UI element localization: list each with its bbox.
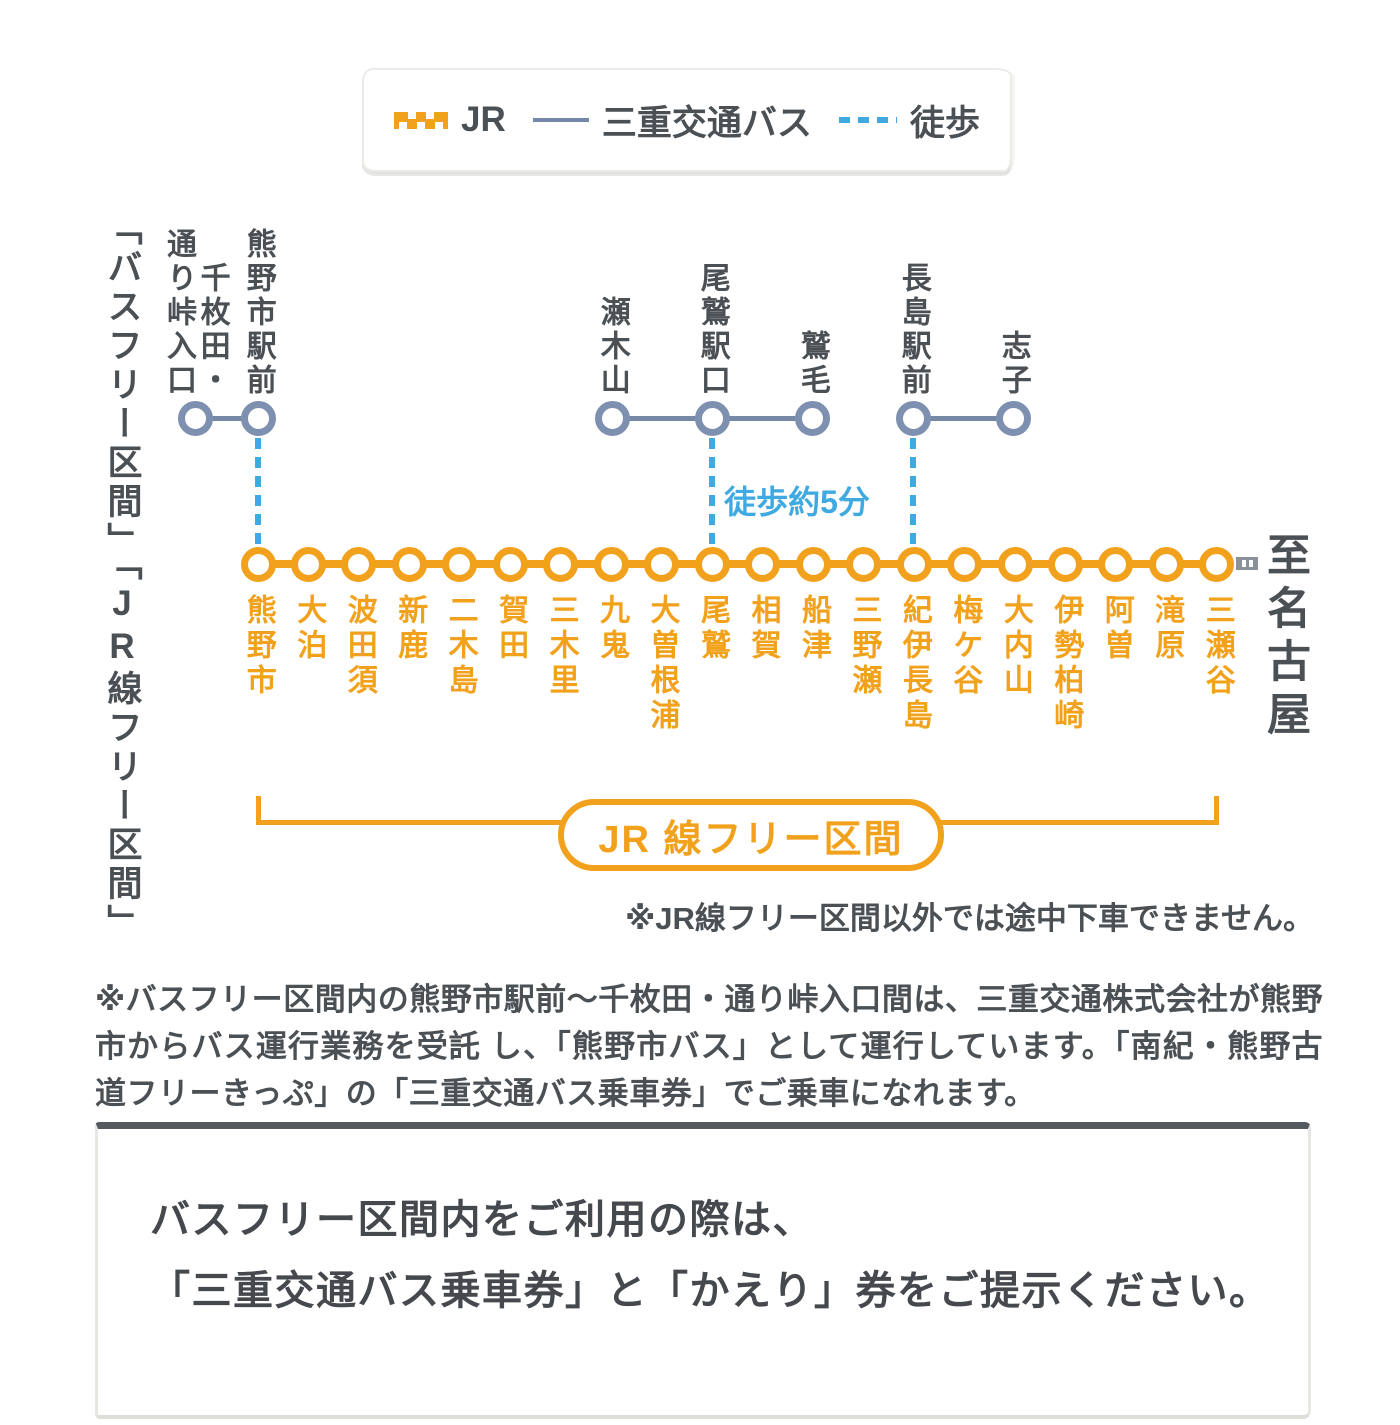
jr-free-zone-bracket-tick-left [256,796,261,825]
jr-station-label: 梅ケ谷 [948,594,982,699]
zone-label-jr-bracket-open: 「 [102,545,142,584]
zone-label-jr-rest: 線フリー区間」 [102,670,142,943]
bus-stop-label: 千枚田・通り峠入口 [161,204,229,398]
jr-station-circle [442,546,478,582]
jr-station-circle [1199,546,1235,582]
info-box-line2: 「三重交通バス乗車券」と「かえり」券をご提示ください。 [150,1269,1271,1313]
jr-station-circle [492,546,528,582]
bus-stop-label: 長島駅前 [896,262,930,398]
legend-item-walk: 徒歩 [838,95,980,146]
jr-station-label: 三野瀬 [847,594,881,699]
legend-label-jr: JR [461,100,506,139]
walk-dashed-icon [838,117,897,123]
bus-stop-label: 瀬木山 [595,296,629,398]
bus-zone-note: ※バスフリー区間内の熊野市駅前〜千枚田・通り峠入口間は、三重交通株式会社が熊野市… [95,982,1323,1111]
jr-line-icon [394,111,448,129]
jr-station-circle [997,546,1033,582]
bus-stop-circle [794,400,830,436]
jr-station-label: 三木里 [544,594,578,699]
bus-stop-circle [895,400,931,436]
jr-station-label: 阿曽 [1099,594,1133,664]
jr-station-circle [745,546,781,582]
jr-station-label: 賀田 [494,594,528,664]
bus-stop-circle [694,400,730,436]
direction-to-nagoya-label: 至名古屋 [1260,532,1309,744]
jr-station-label: 新鹿 [393,594,427,664]
bus-stop-circle [594,400,630,436]
jr-station-circle [593,546,629,582]
bus-route-line [195,416,258,421]
walk-dashed-line [709,438,715,546]
bus-stop-label-line: 通り峠入口 [162,228,195,398]
bus-stop-label: 尾鷲駅口 [695,262,729,398]
jr-station-label: 船津 [796,594,830,664]
legend-box: JR 三重交通バス 徒歩 [362,68,1012,172]
jr-station-circle [1048,546,1084,582]
jr-station-label: 尾鷲 [696,594,730,664]
walk-time-note: 徒歩約5分 [724,484,870,520]
zone-label-jr-free: 「JR線フリー区間」 [97,545,148,943]
jr-station-label: 大内山 [998,594,1032,699]
bus-stop-label: 志子 [996,330,1030,398]
jr-station-label: 滝原 [1150,594,1184,664]
bus-stop-circle [995,400,1031,436]
bus-route-line [913,416,1013,421]
jr-station-label: 相賀 [746,594,780,664]
walk-dashed-line [910,438,916,546]
zone-label-jr-latin: JR [102,584,142,670]
jr-station-circle [896,546,932,582]
jr-track-line [258,560,1218,568]
zone-label-bus-free: 「バスフリー区間」 [102,210,142,561]
legend-item-bus: 三重交通バス [532,95,812,146]
jr-station-label: 大泊 [292,594,326,664]
legend-item-jr: JR [394,100,506,140]
jr-station-circle [846,546,882,582]
jr-station-label: 九鬼 [595,594,629,664]
jr-station-circle [543,546,579,582]
bus-stop-circle [240,400,276,436]
jr-station-circle [391,546,427,582]
jr-station-circle [1148,546,1184,582]
jr-zone-note: ※JR線フリー区間以外では途中下車できません。 [625,901,1314,936]
bus-stop-label: 鷲毛 [795,330,829,398]
jr-station-circle [694,546,730,582]
jr-station-circle [240,546,276,582]
jr-station-label: 熊野市 [241,594,275,699]
jr-station-label: 二木島 [443,594,477,699]
track-continuation-icon [1236,557,1258,570]
info-box-line1: バスフリー区間内をご利用の際は、 [150,1198,814,1242]
jr-station-label: 大曽根浦 [645,594,679,734]
jr-station-circle [290,546,326,582]
jr-station-circle [795,546,831,582]
jr-station-circle [644,546,680,582]
legend-label-bus: 三重交通バス [601,103,812,143]
jr-station-circle [947,546,983,582]
jr-station-label: 波田須 [342,594,376,699]
bus-line-icon [532,118,589,122]
jr-station-label: 伊勢柏崎 [1049,594,1083,734]
bus-stop-label-line: 千枚田・ [195,262,229,398]
jr-free-zone-bracket-tick-right [1214,796,1219,825]
jr-free-zone-badge: JR 線フリー区間 [558,799,944,871]
jr-station-circle [1098,546,1134,582]
info-box: バスフリー区間内をご利用の際は、 「三重交通バス乗車券」と「かえり」券をご提示く… [95,1122,1311,1419]
legend-label-walk: 徒歩 [909,103,980,143]
jr-station-label: 紀伊長島 [897,594,931,734]
bus-stop-circle [177,400,213,436]
jr-station-label: 三瀬谷 [1200,594,1234,699]
bus-stop-label: 熊野市駅前 [241,228,275,398]
walk-dashed-line [255,438,261,546]
jr-station-circle [341,546,377,582]
